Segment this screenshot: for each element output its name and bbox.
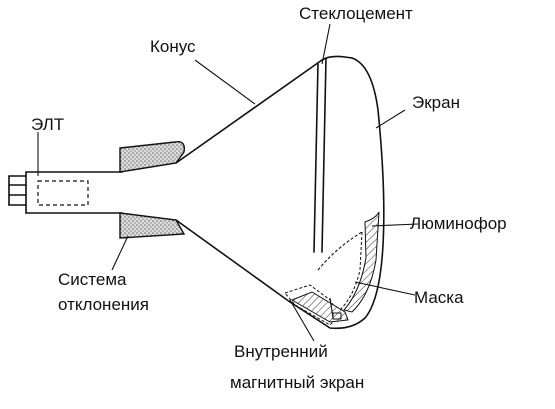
text-labels: ЭЛТ Конус Стеклоцемент Экран Люминофор М… [31,4,507,392]
tube-neck [25,171,123,214]
shield-strip [290,291,349,323]
leader-luminofor [371,223,419,227]
tube-body [175,55,385,330]
inner-magnetic-shield [284,284,341,326]
leader-konus [194,59,256,105]
glass-frit [313,62,319,253]
label-konus: Конус [150,37,196,56]
yoke-top [119,141,185,173]
inner-details [284,211,380,326]
label-luminofor: Люминофор [410,214,507,233]
leader-sistema [111,235,129,271]
leader-maska [354,281,416,296]
label-steklocement: Стеклоцемент [299,4,413,23]
leader-lines [37,23,419,342]
leader-steklocement [321,23,331,65]
phosphor-layer [343,211,380,313]
electron-gun [37,180,89,206]
label-ekran: Экран [412,93,460,112]
screen-face [289,57,385,330]
label-sistema-line1: Система [58,270,127,289]
gun-pins [8,175,27,206]
label-sistema-line2: отклонения [58,295,149,314]
deflection-yoke [119,141,186,239]
leader-ekran [375,109,406,129]
label-vnutrenniy-line2: магнитный экран [230,373,364,392]
yoke-bottom [119,212,186,239]
label-vnutrenniy-line1: Внутренний [234,342,328,361]
label-maska: Маска [414,288,464,307]
label-elt: ЭЛТ [31,115,64,134]
leader-vnutrenniy [289,299,315,342]
